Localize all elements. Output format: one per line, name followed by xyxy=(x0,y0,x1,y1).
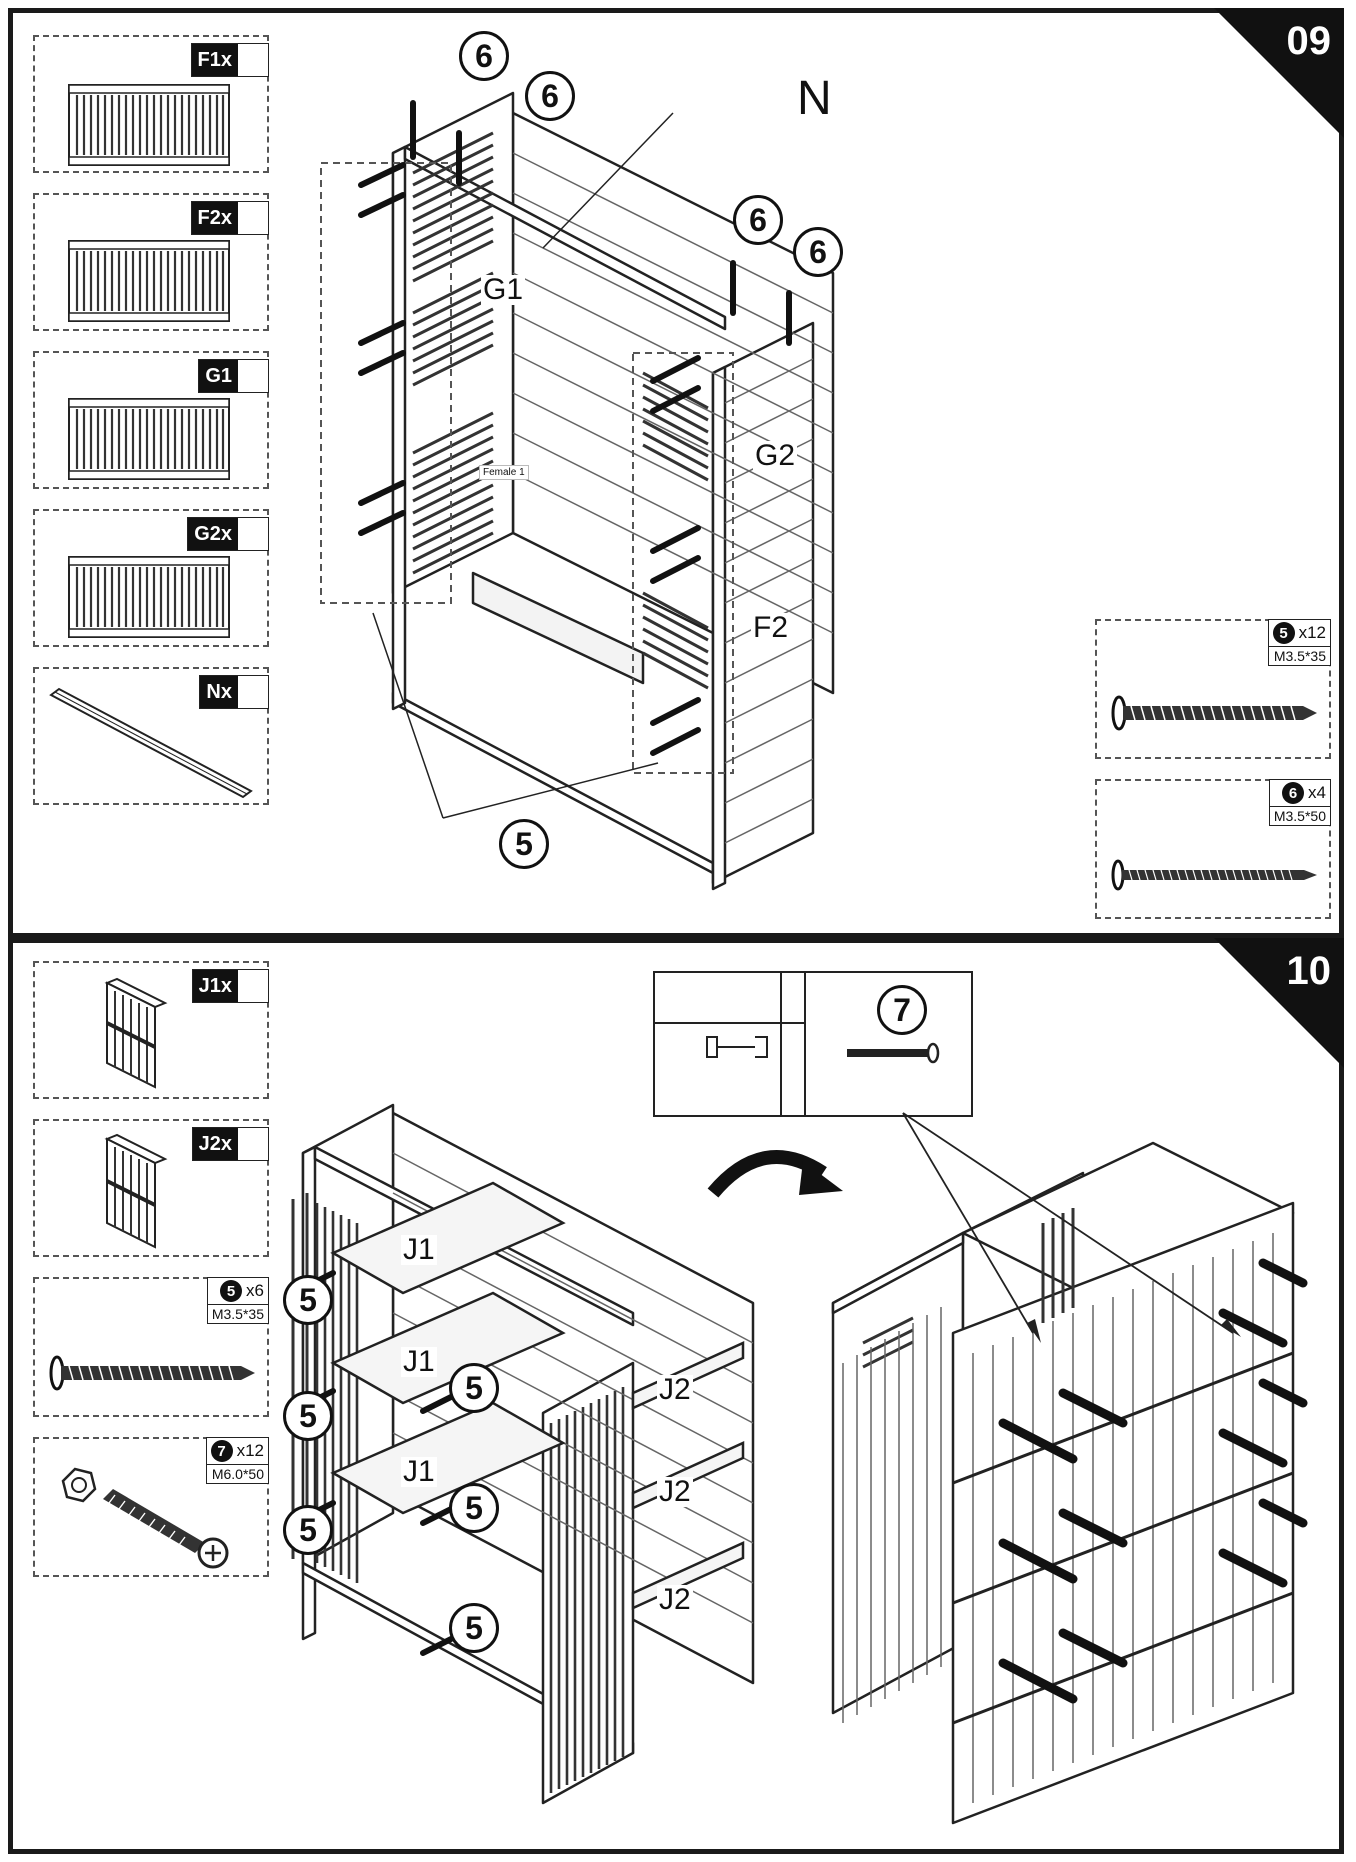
callout-screw-5: 5 xyxy=(283,1275,333,1325)
hardware-ref: 5 xyxy=(220,1280,243,1302)
part-box-j1: J1x xyxy=(33,961,269,1099)
callout-screw-5: 5 xyxy=(499,819,549,869)
callout-bolt-7: 7 xyxy=(877,985,927,1035)
hardware-spec: M6.0*50 xyxy=(206,1464,268,1483)
part-box-f2: F2x xyxy=(33,193,269,331)
screw-icon xyxy=(1111,695,1317,731)
panel-g1-drawing xyxy=(68,398,230,480)
callout-screw-6: 6 xyxy=(793,227,843,277)
step-number: 09 xyxy=(1286,19,1332,63)
shelf-j2-drawing xyxy=(104,1133,168,1249)
callout-screw-5: 5 xyxy=(449,1603,499,1653)
callout-screw-6: 6 xyxy=(525,71,575,121)
part-id: Nx xyxy=(200,676,238,708)
step-corner-flag xyxy=(1214,938,1344,1068)
part-label-f2: F2 xyxy=(751,611,791,644)
callout-screw-6: 6 xyxy=(733,195,783,245)
hardware-qty: x12 xyxy=(1298,623,1326,642)
shelf-j1-drawing xyxy=(104,977,168,1089)
part-label-j2: J2 xyxy=(657,1583,693,1616)
part-box-j2: J2x xyxy=(33,1119,269,1257)
part-label-n: N xyxy=(797,72,832,125)
step-corner-flag xyxy=(1214,8,1344,138)
part-id: F2x xyxy=(191,202,238,234)
hardware-ref: 6 xyxy=(1282,782,1305,804)
part-id: G2x xyxy=(188,518,238,550)
callout-screw-5: 5 xyxy=(283,1505,333,1555)
hardware-ref: 7 xyxy=(210,1440,233,1462)
panel-g2-drawing xyxy=(68,556,230,638)
part-label-j1: J1 xyxy=(401,1233,437,1266)
part-id: F1x xyxy=(191,44,238,76)
part-label-j2: J2 xyxy=(657,1373,693,1406)
hardware-ref: 5 xyxy=(1272,622,1295,644)
panel-f2-drawing xyxy=(68,240,230,322)
part-box-n: Nx xyxy=(33,667,269,805)
long-screw-icon xyxy=(1111,859,1317,891)
detail-leader-lines xyxy=(902,1112,1241,1343)
part-id: J2x xyxy=(192,1128,238,1160)
part-id: G1 xyxy=(199,360,238,392)
part-label-g2: G2 xyxy=(753,439,798,472)
detail-zoom-inset: 7 xyxy=(653,971,973,1117)
callout-screw-5: 5 xyxy=(283,1391,333,1441)
hardware-spec: M3.5*35 xyxy=(1268,646,1330,665)
part-label-j2: J2 xyxy=(657,1475,693,1508)
part-id: J1x xyxy=(192,970,238,1002)
part-box-g2: G2x xyxy=(33,509,269,647)
part-label-j1: J1 xyxy=(401,1345,437,1378)
part-box-f1: F1x xyxy=(33,35,269,173)
hardware-qty: x4 xyxy=(1308,783,1326,802)
bolt-with-nut-icon xyxy=(61,1467,229,1569)
part-label-j1: J1 xyxy=(401,1455,437,1488)
callout-screw-5: 5 xyxy=(449,1363,499,1413)
screw-icon xyxy=(49,1355,255,1391)
sticker-note: Female 1 xyxy=(479,465,529,480)
cabinet-back-view-drawing xyxy=(831,1141,1308,1825)
rail-n-drawing xyxy=(49,687,253,799)
hardware-qty: x12 xyxy=(236,1441,264,1460)
step-number: 10 xyxy=(1286,949,1332,993)
panel-f1-drawing xyxy=(68,84,230,166)
step-09-panel: 09 F1x F2x G1 xyxy=(8,8,1344,938)
callout-screw-6: 6 xyxy=(459,31,509,81)
hardware-spec: M3.5*35 xyxy=(207,1304,268,1323)
bolt-detail-drawing xyxy=(655,973,940,1115)
rotate-arrow-icon xyxy=(707,1150,843,1198)
part-box-g1: G1 xyxy=(33,351,269,489)
hardware-spec: M3.5*50 xyxy=(1269,806,1330,825)
part-label-g1: G1 xyxy=(481,273,526,306)
hardware-qty: x6 xyxy=(246,1281,264,1300)
cabinet-shelves-drawing xyxy=(290,1103,755,1805)
cabinet-assembly-drawing xyxy=(320,91,835,891)
callout-screw-5: 5 xyxy=(449,1483,499,1533)
